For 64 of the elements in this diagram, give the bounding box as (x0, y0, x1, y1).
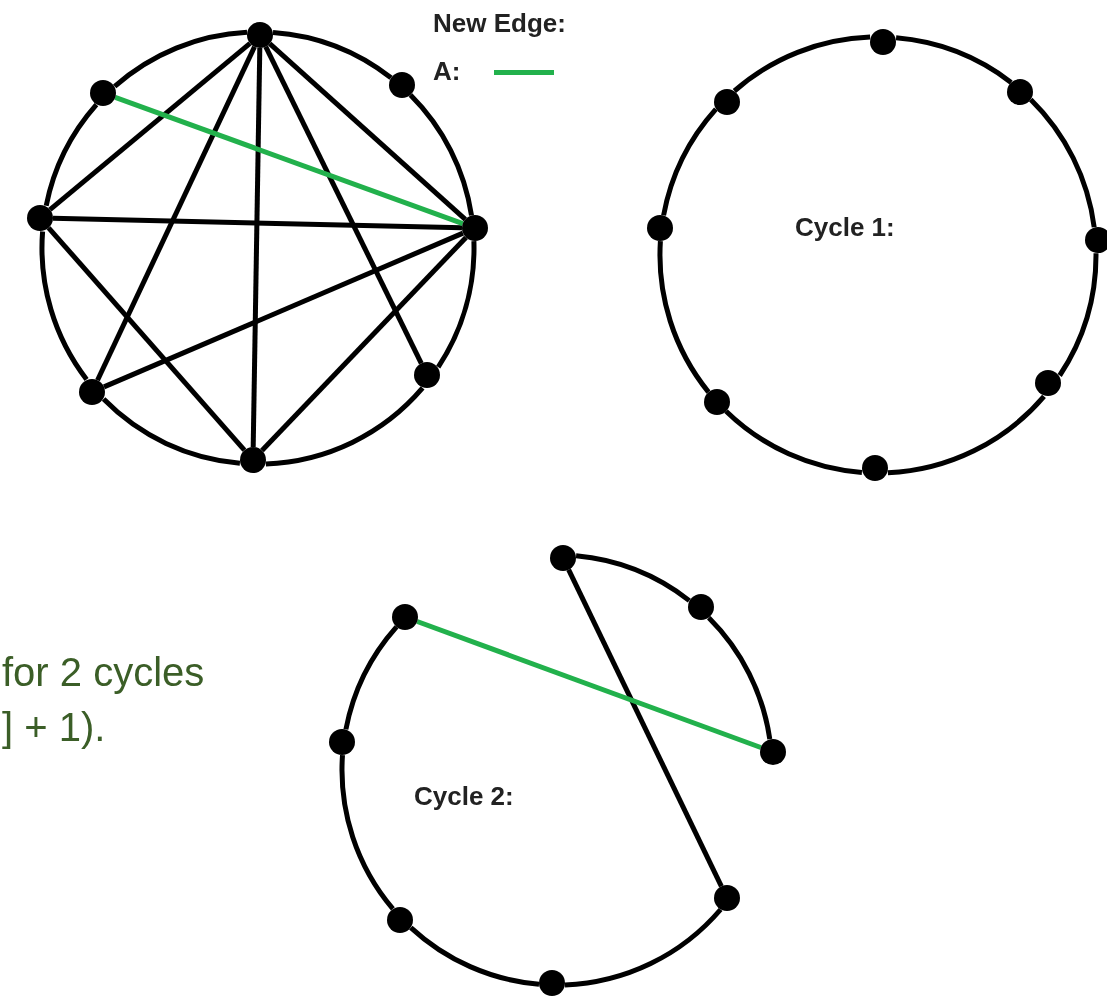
graph-edge (732, 34, 871, 93)
graph-edge (887, 394, 1046, 476)
vertex-dot (27, 205, 53, 231)
graph-edge (575, 553, 691, 603)
graph-edge (661, 107, 718, 216)
graph-edge (260, 235, 468, 453)
graph-edge (339, 755, 395, 911)
graph-edge (895, 35, 1013, 85)
vertex-dot (414, 362, 440, 388)
vertex-dot (1035, 370, 1061, 396)
vertex-dot (714, 885, 740, 911)
vertex-dot (688, 594, 714, 620)
graph-edge (706, 616, 773, 740)
graph-edge (657, 241, 711, 394)
graph-edge (263, 45, 424, 365)
graph-edge (272, 30, 393, 80)
vertex-dot (329, 729, 355, 755)
graph-edge (113, 29, 248, 89)
graph-edge (408, 93, 474, 216)
graph-edge (1028, 97, 1097, 228)
graph-edge (43, 103, 99, 207)
graph-edge (250, 47, 263, 448)
vertex-dot (389, 72, 415, 98)
graph-edge (95, 45, 257, 382)
vertex-dot (647, 215, 673, 241)
graph-edge (436, 241, 477, 369)
legend-title: New Edge: (433, 8, 566, 39)
graph-edge (724, 409, 863, 475)
graph-edge (416, 619, 762, 750)
vertex-dot (1007, 79, 1033, 105)
vertex-dot (870, 29, 896, 55)
vertex-dot (462, 215, 488, 241)
cycle-label: Cycle 2: (414, 781, 514, 812)
graph-edge (566, 568, 724, 888)
vertex-dot (550, 545, 576, 571)
note-text: ] + 1). (2, 705, 106, 750)
graph-edge (101, 397, 241, 466)
graph-edge (1057, 253, 1099, 377)
note-text: for 2 cycles (2, 650, 205, 695)
vertex-dot (704, 389, 730, 415)
graph-edge (343, 625, 399, 730)
graph-edge (52, 215, 463, 231)
vertex-dot (240, 447, 266, 473)
graph-edge (265, 386, 425, 467)
graph-edge (564, 907, 723, 988)
vertex-dot (714, 89, 740, 115)
graph-edge (103, 230, 464, 390)
vertex-dot (1085, 227, 1107, 253)
vertex-dot (247, 22, 273, 48)
vertex-dot (392, 604, 418, 630)
vertex-dot (387, 907, 413, 933)
vertex-dot (539, 970, 565, 996)
graph-edge (39, 231, 89, 381)
vertex-dot (90, 80, 116, 106)
graph-edge (46, 226, 247, 452)
graph-edge (268, 41, 467, 222)
graph-edge (409, 925, 540, 987)
legend-text: A: (433, 56, 461, 87)
graph-edge (48, 41, 252, 212)
cycle-label: Cycle 1: (795, 212, 895, 243)
graph-edge (114, 95, 464, 226)
vertex-dot (862, 455, 888, 481)
vertex-dot (760, 739, 786, 765)
vertex-dot (79, 379, 105, 405)
